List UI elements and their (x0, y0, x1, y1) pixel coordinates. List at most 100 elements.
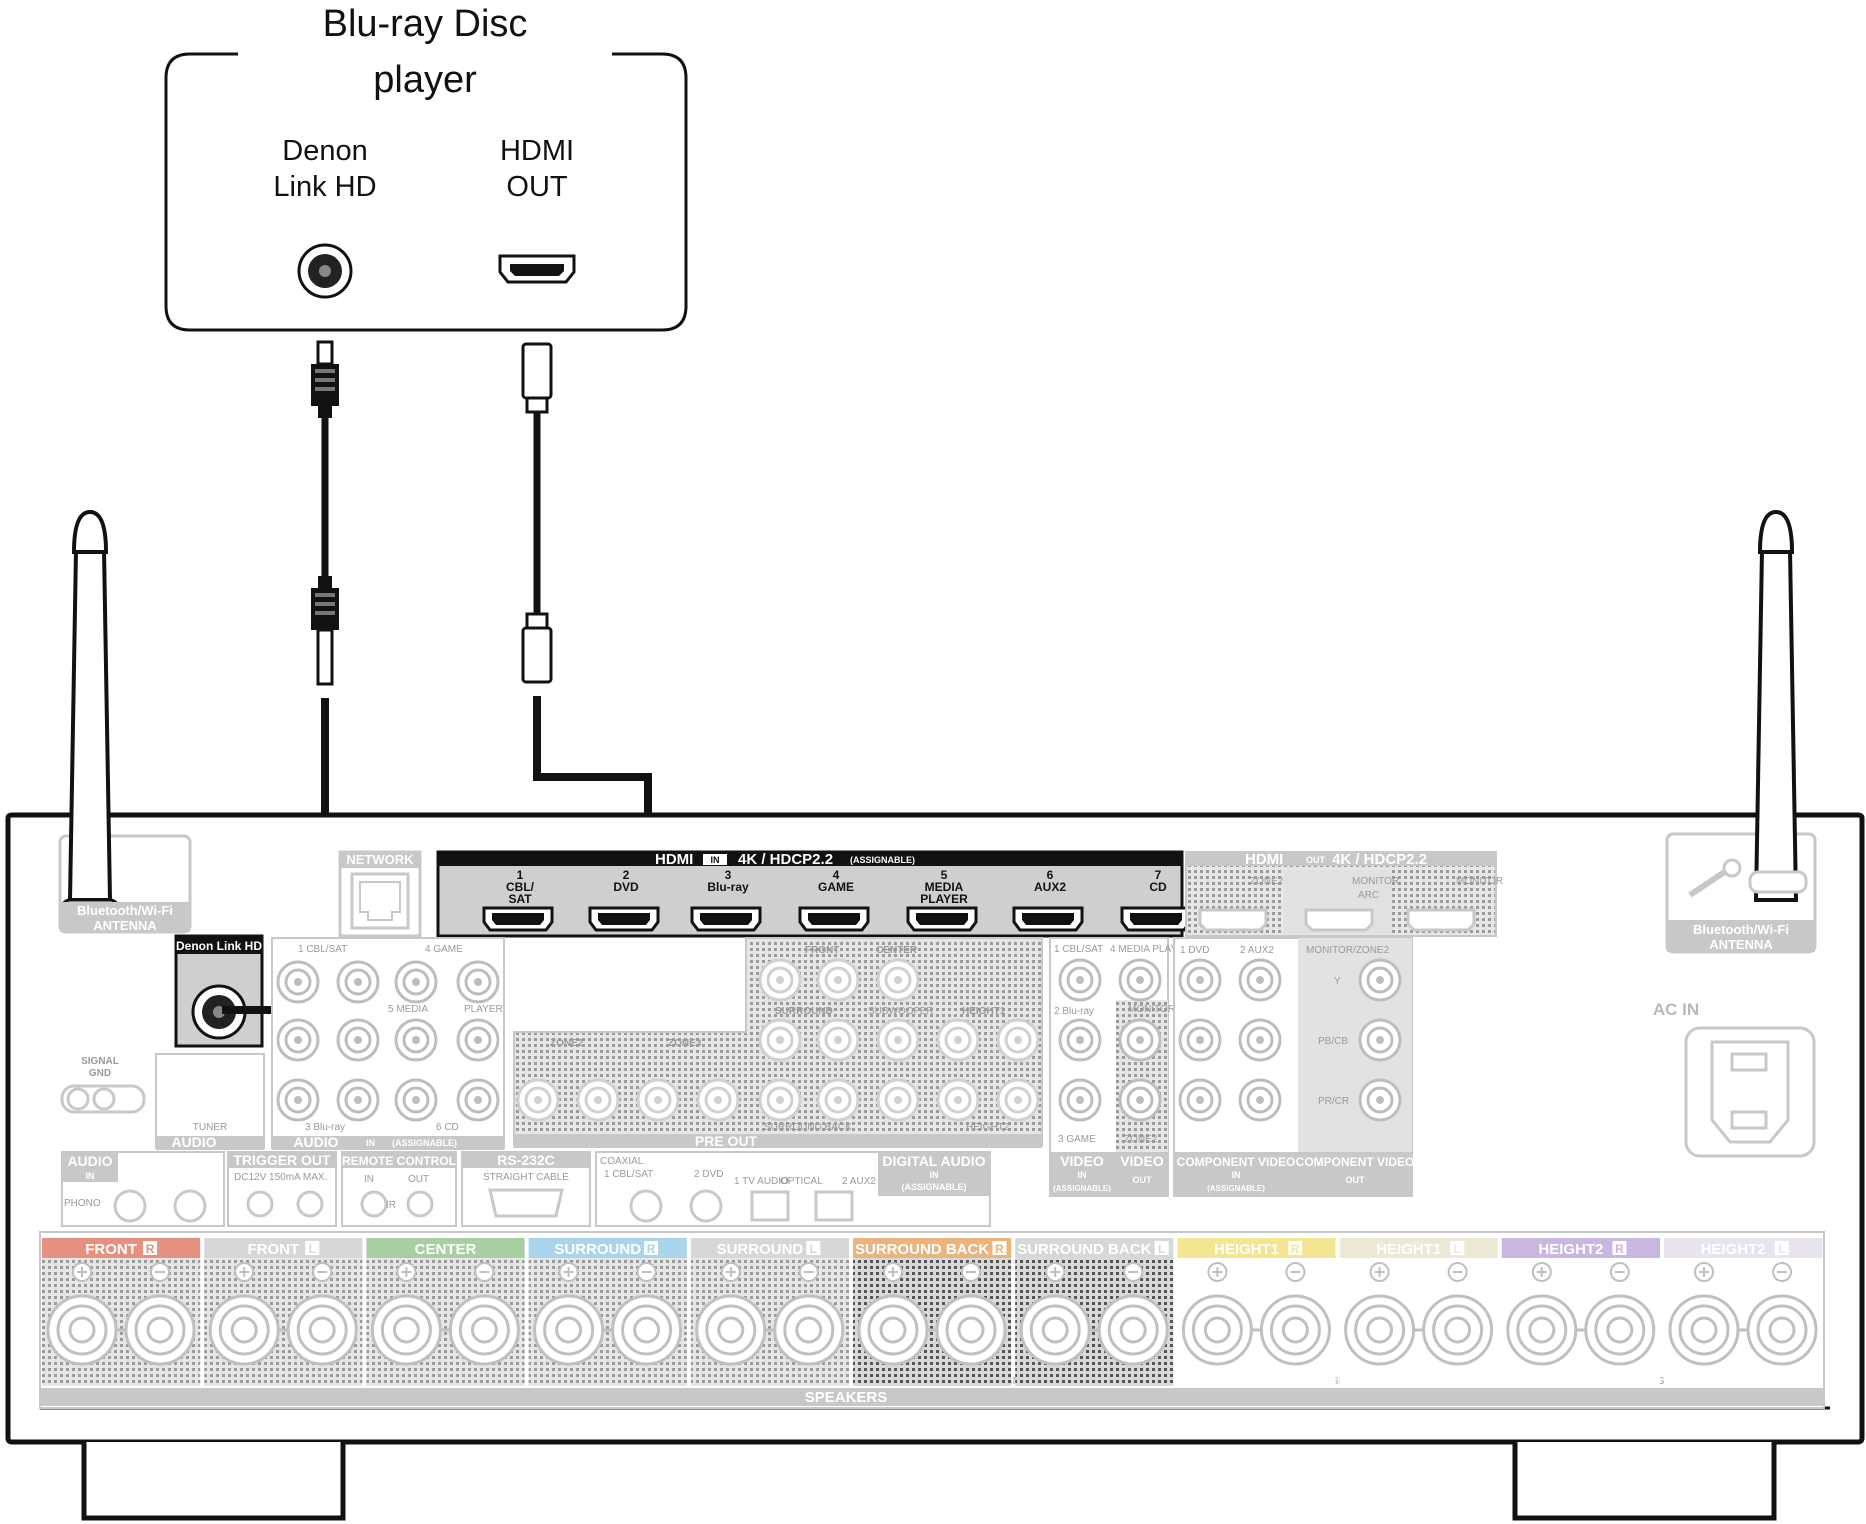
speaker-terminal (773, 1262, 845, 1366)
audio-rca-jack (336, 960, 380, 1004)
comp-y: Y (1334, 976, 1341, 987)
speaker-side-label: L (810, 1242, 817, 1256)
pre-out-jacks (516, 958, 1040, 1122)
pre-out-jack (516, 1078, 560, 1122)
speaker-terminal (1019, 1262, 1091, 1366)
hdmi-in-port-4 (798, 906, 870, 932)
bt-right-label-line2: ANTENNA (1709, 937, 1773, 952)
speaker-terminal (1584, 1262, 1656, 1366)
speaker-group: HEIGHT2 R (1501, 1238, 1660, 1386)
speaker-group-label: HEIGHT1 (1376, 1241, 1441, 1258)
speaker-assignable-1: ASSIGNABLE (982, 1376, 1046, 1387)
pre-out-jack (758, 1078, 802, 1122)
rs232c-label: RS-232C (497, 1152, 555, 1168)
hdmi-out-monitor: MONITOR (1352, 876, 1399, 887)
video-media-player: 4 MEDIA PLAYER (1110, 944, 1191, 955)
component-jacks (1178, 958, 1402, 1122)
speaker-terminal (1668, 1262, 1740, 1366)
network-label: NETWORK (346, 852, 414, 867)
speaker-side-label: R (1291, 1242, 1300, 1256)
speaker-terminal (208, 1262, 280, 1366)
hdmi-out-label-line2: OUT (506, 171, 568, 203)
hdmi-out-label-line1: HDMI (500, 135, 574, 167)
tuner-audio-label: AUDIO (171, 1134, 216, 1150)
video-in-label: VIDEO (1060, 1153, 1104, 1169)
speaker-group-label: HEIGHT1 (1214, 1241, 1279, 1258)
audio-rca-jack (276, 1078, 320, 1122)
component-jack (1238, 1018, 1282, 1062)
component-jack (1178, 1018, 1222, 1062)
pre-front: FRONT (805, 945, 839, 956)
ac-in-label: AC IN (1653, 1000, 1699, 1019)
comp-in-label: COMPONENT VIDEO (1177, 1155, 1296, 1169)
network-port (338, 850, 422, 938)
remote-ir-label: IR (386, 1200, 396, 1211)
pre-out-jack (816, 1018, 860, 1062)
speaker-group: HEIGHT2 L (1664, 1238, 1823, 1386)
pre-out-jack (636, 1078, 680, 1122)
hdmi-in-port-2 (588, 906, 660, 932)
audio-rca-jack (394, 1018, 438, 1062)
speaker-group-label: SURROUND (717, 1241, 804, 1258)
hdmi-in-port-name: GAME (818, 880, 854, 894)
audio-player: PLAYER (464, 1004, 503, 1015)
pre-out-label: PRE OUT (695, 1133, 758, 1149)
audio-rca-jack (276, 1018, 320, 1062)
speaker-terminal (1422, 1262, 1494, 1366)
speaker-side-label: R (1615, 1242, 1624, 1256)
speaker-side-label: L (1778, 1242, 1785, 1256)
comp-monitor-zone2: MONITOR/ZONE2 (1306, 945, 1390, 956)
pre-out-jack (816, 958, 860, 1002)
hdmi-in-port-6 (1012, 906, 1084, 932)
remote-control-label: REMOTE CONTROL (342, 1154, 456, 1168)
hdmi-out-jack-icon (498, 254, 576, 284)
video-cbl-sat: 1 CBL/SAT (1054, 944, 1103, 955)
hdmi-in-ports: 1CBL/SAT2DVD3Blu-ray4GAME5MEDIAPLAYER6AU… (482, 868, 1192, 932)
hdmi-in-port-number: 4 (833, 868, 840, 882)
comp-in-badge: IN (1232, 1170, 1241, 1180)
speaker-group-label: HEIGHT2 (1701, 1241, 1766, 1258)
audio-rca-jack (394, 1078, 438, 1122)
pre-out-jack (876, 1018, 920, 1062)
pre-out-jack (936, 1078, 980, 1122)
speaker-side-label: L (309, 1242, 316, 1256)
hdmi-in-port-name: DVD (613, 880, 639, 894)
hdmi-in-port-number: 1 (517, 868, 524, 882)
pre-out-jack (816, 1078, 860, 1122)
hdmi-in-header: HDMI (655, 851, 693, 868)
speaker-terminal (935, 1262, 1007, 1366)
audio-assignable: (ASSIGNABLE) (392, 1138, 457, 1148)
speaker-terminal (611, 1262, 683, 1366)
pre-out-jack (936, 1018, 980, 1062)
pre-surround-back: SURROUND BACK (764, 1122, 852, 1133)
speaker-terminal (448, 1262, 520, 1366)
hdmi-in-port-name2: PLAYER (920, 892, 968, 906)
audio-rca-jack (276, 960, 320, 1004)
speaker-group: CENTER (366, 1238, 525, 1386)
speaker-terminal (857, 1262, 929, 1366)
speaker-group: HEIGHT1 R (1177, 1238, 1336, 1386)
signal-gnd-icon (60, 1084, 146, 1114)
phono-panel (61, 1151, 225, 1227)
hdmi-in-port-number: 3 (725, 868, 732, 882)
hdmi-out-spec: 4K / HDCP2.2 (1332, 851, 1427, 868)
digital-in-badge: IN (930, 1170, 939, 1180)
video-in-badge: IN (1078, 1170, 1087, 1180)
pre-zone3: ZONE3 (668, 1038, 702, 1049)
speaker-group-label: HEIGHT2 (1538, 1241, 1603, 1258)
speaker-terminal (1746, 1262, 1818, 1366)
trigger-out-label: TRIGGER OUT (233, 1152, 331, 1168)
speaker-terminal (124, 1262, 196, 1366)
comp-aux2: 2 AUX2 (1240, 945, 1274, 956)
hdmi-in-port-name: CBL/ (506, 880, 535, 894)
audio-rca-jack (456, 960, 500, 1004)
video-in-assignable: (ASSIGNABLE) (1053, 1184, 1111, 1193)
denon-link-jack-icon (297, 243, 353, 299)
audio-bluray: 3 Blu-ray (305, 1122, 345, 1133)
speaker-terminal (1344, 1262, 1416, 1366)
speaker-terminal (46, 1262, 118, 1366)
